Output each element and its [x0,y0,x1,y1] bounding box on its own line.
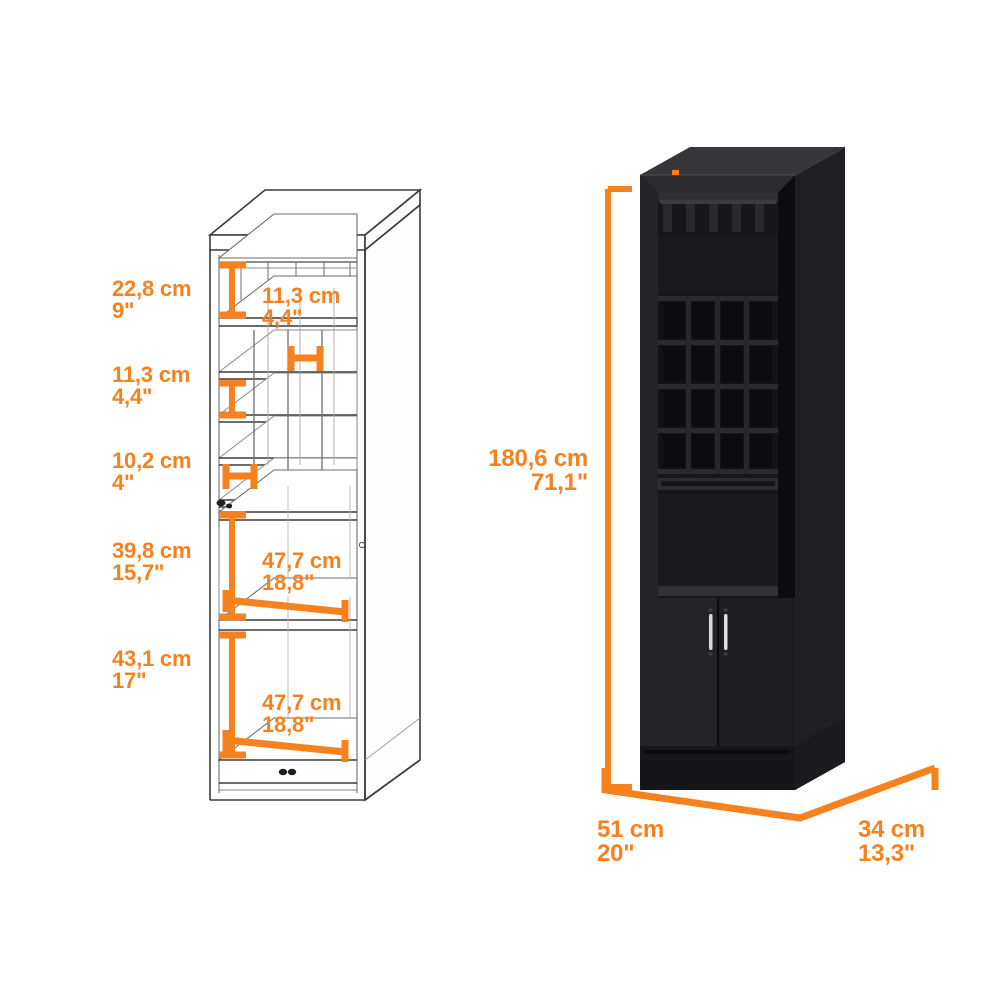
stemware-rack [658,193,778,232]
product-door-left[interactable] [640,598,718,746]
hardware-dot-bottom-left [278,768,288,776]
product-top-right-highlight [794,146,846,176]
dim-mark-cabinet-zone-height [219,631,246,759]
cabinet-base-perspective-line [364,759,421,801]
product-plinth-side [795,718,845,790]
dim-mark-stemware-zone [219,261,246,319]
label-cabinet-zone-width: 47,7 cm 18,8" [262,690,342,738]
hardware-dot-bottom-right [287,768,297,776]
label-open-shelf-width: 47,7 cm 18,8" [262,548,342,596]
product-open-shelf-area [658,494,778,594]
handle-right-bottom-mount [723,652,728,656]
dim-mark-cubby-row [287,346,324,371]
cubby-vertical-dividers-back [267,288,335,465]
label-top-shelf-height: 11,3 cm 4,4" [262,283,341,331]
product-top-surface [640,147,845,175]
label-overall-height: 180,6 cm 71,1" [488,445,588,497]
label-cubby-row-height: 11,3 cm 4,4" [112,362,191,410]
product-orange-marker [672,170,679,175]
hardware-dot-left [216,499,226,507]
dim-mark-cubby-width [222,464,258,489]
handle-left-bottom-mount [708,652,713,656]
label-cabinet-zone-height: 43,1 cm 17" [112,646,192,694]
dim-mark-cabinet-zone-width [222,730,349,762]
hardware-dot-left-2 [225,503,233,509]
dim-mark-top-shelf [219,379,246,419]
label-overall-width: 51 cm 20" [597,816,665,868]
product-open-shelf-surface [658,586,778,596]
dim-mark-open-shelf-width [222,590,349,622]
product-right-side-panel [795,147,845,790]
label-cubby-cell-width: 10,2 cm 4" [112,448,192,496]
product-door-right[interactable] [718,598,795,746]
wireframe-dimension-marks [219,261,349,762]
handle-left-top-mount [708,608,713,612]
product-inner-ceiling [640,175,795,193]
label-stemware-zone-height: 22,8 cm 9" [112,276,192,324]
product-rail-groove [661,481,775,486]
door-handle-left-icon[interactable] [709,614,713,650]
hinge-marker-right [358,541,366,549]
handle-right-top-mount [723,608,728,612]
product-dimension-marks [601,186,939,822]
door-handle-right-icon[interactable] [724,614,728,650]
label-overall-depth: 34 cm 13,3" [858,816,926,868]
product-plinth-groove [645,750,790,754]
product-wine-cubby-grid [658,296,778,474]
label-open-shelf-height: 39,8 cm 15,7" [112,538,192,586]
dim-mark-overall-height [605,186,632,790]
product-upper-open-area [658,236,778,294]
dim-mark-base-chevron [601,764,939,822]
stemware-rack-panel [217,213,358,259]
plinth-side-line [364,717,421,761]
product-doors [640,598,795,746]
